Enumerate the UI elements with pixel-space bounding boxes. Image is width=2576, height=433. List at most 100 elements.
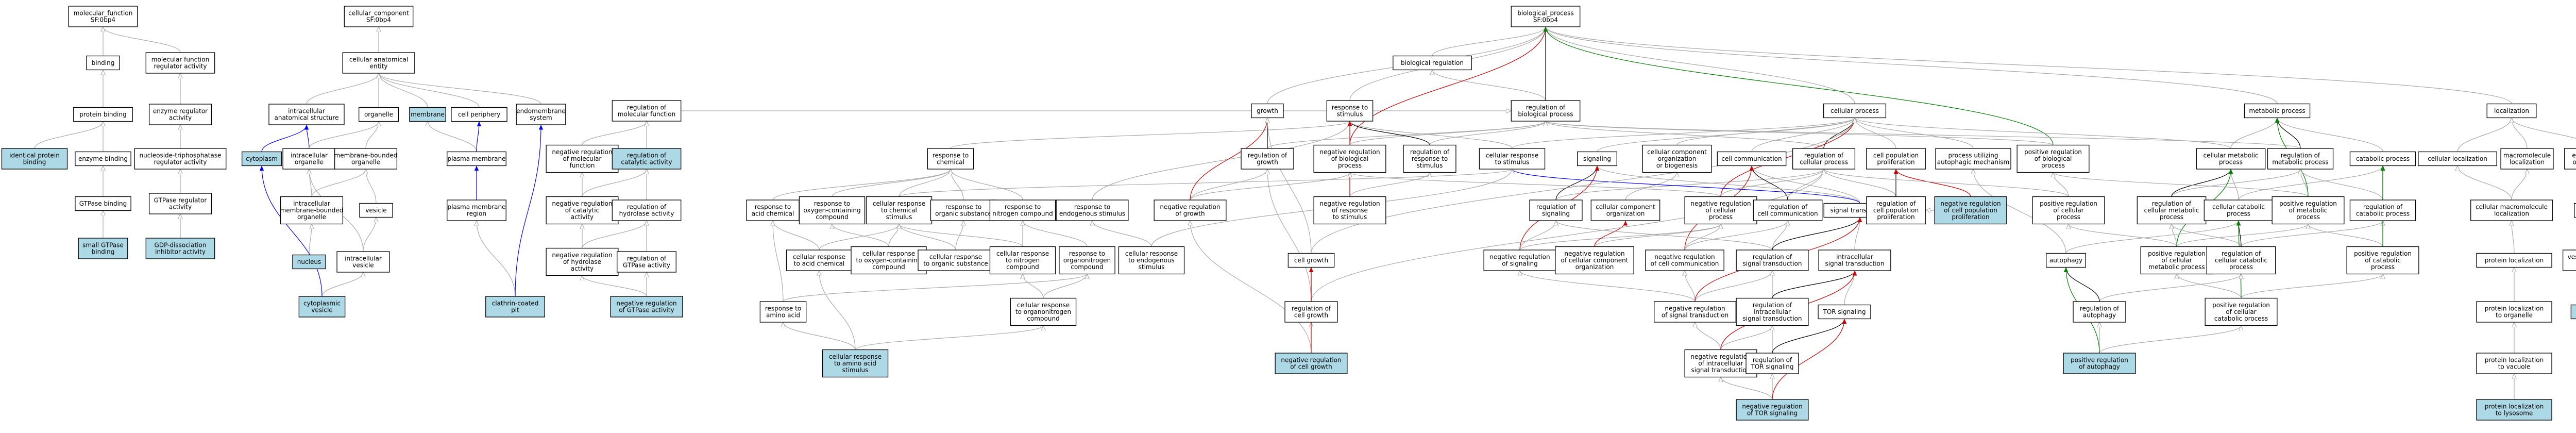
term-label-line: SF:0bp4 (91, 16, 115, 24)
term-label: cell growth (1294, 257, 1328, 264)
term-box (2016, 144, 2090, 173)
term-label-line: cellular catabolic (2212, 204, 2265, 211)
term-box (1056, 199, 1129, 221)
edge-negatively-regulates (1594, 220, 1628, 247)
term-box (1326, 100, 1374, 122)
edge-negatively-regulates (1772, 319, 1847, 400)
term-label: vesicle-mediatedtransport (2568, 254, 2576, 268)
term-label-line: compound (1027, 315, 1059, 322)
term-box (1284, 301, 1338, 323)
term-label-line: biological process (1518, 111, 1573, 118)
annotated-term-box (1934, 196, 2007, 225)
edge-is-a (1546, 27, 1855, 104)
term-box (927, 148, 974, 170)
term-label: biological regulation (1401, 59, 1464, 66)
edges-layer (34, 27, 2576, 400)
term-label-line: to nitrogen (1006, 257, 1040, 264)
term-label-line: cellular response (1125, 250, 1178, 257)
edge-is-a (1190, 173, 1350, 201)
edge-is-a (1720, 326, 1772, 350)
go-term-node: membrane (409, 107, 446, 122)
term-label-line: GTPase binding (79, 200, 127, 207)
annotated-term-box (145, 238, 215, 259)
term-label-line: to acid chemical (794, 260, 844, 268)
term-box (1529, 199, 1583, 221)
term-box (1241, 148, 1294, 170)
term-box (1483, 249, 1556, 271)
term-label-line: nucleoside-triphosphatase (140, 152, 222, 159)
term-label-line: positive regulation (2071, 357, 2128, 364)
term-label-line: catalytic activity (621, 159, 672, 166)
term-label-line: cellular response (793, 254, 845, 261)
edge-is-a (1023, 274, 1044, 298)
term-label-line: of hydrolase (563, 258, 601, 265)
term-label-line: GDP-dissociation (155, 242, 207, 249)
go-term-node: enzyme binding (75, 151, 131, 166)
annotated-term-box (1, 148, 68, 170)
term-label-line: of growth (1175, 210, 1205, 218)
term-box (1866, 148, 1926, 170)
term-label-line: negative regulation (1690, 353, 1751, 360)
term-box (989, 246, 1056, 275)
edge-is-a (1190, 221, 1312, 354)
term-box (546, 144, 619, 173)
term-label: protein binding (79, 111, 126, 118)
term-label-line: endogenous stimulus (1059, 210, 1125, 218)
term-label-line: cellular response (1017, 302, 1070, 309)
term-label: vesicle (365, 207, 386, 214)
term-label-line: negative regulation (552, 252, 612, 259)
annotated-term-box (822, 349, 889, 378)
edge-is-a (1855, 118, 2231, 149)
term-box (2476, 353, 2552, 374)
edge-is-a (309, 224, 312, 255)
term-label-line: molecular function (618, 111, 675, 118)
edge-is-a (1350, 173, 1721, 197)
edge-is-a (1267, 169, 1312, 302)
term-box (2205, 297, 2278, 326)
term-label-line: negative regulation (1665, 305, 1725, 312)
term-label-line: negative regulation (1742, 403, 1802, 410)
edge-is-a (2277, 118, 2383, 152)
edge-is-a (899, 224, 956, 251)
edge-is-a (2231, 169, 2239, 201)
term-box (2032, 196, 2105, 225)
term-label-line: localization (2494, 107, 2529, 114)
term-label-line: metabolic process (2148, 263, 2205, 271)
go-term-node: catabolic process (2349, 151, 2416, 166)
edge-is-a (477, 221, 516, 297)
go-term-node: biological regulation (1393, 55, 1472, 71)
term-label-line: cellular macromolecule (2476, 204, 2548, 211)
term-label-line: negative regulation (1489, 254, 1550, 261)
term-label-line: macromolecule (2503, 152, 2551, 159)
term-label-line: stimulus (1337, 111, 1363, 118)
term-label-line: vesicle (352, 262, 374, 269)
term-label-line: establishment (2572, 152, 2576, 159)
